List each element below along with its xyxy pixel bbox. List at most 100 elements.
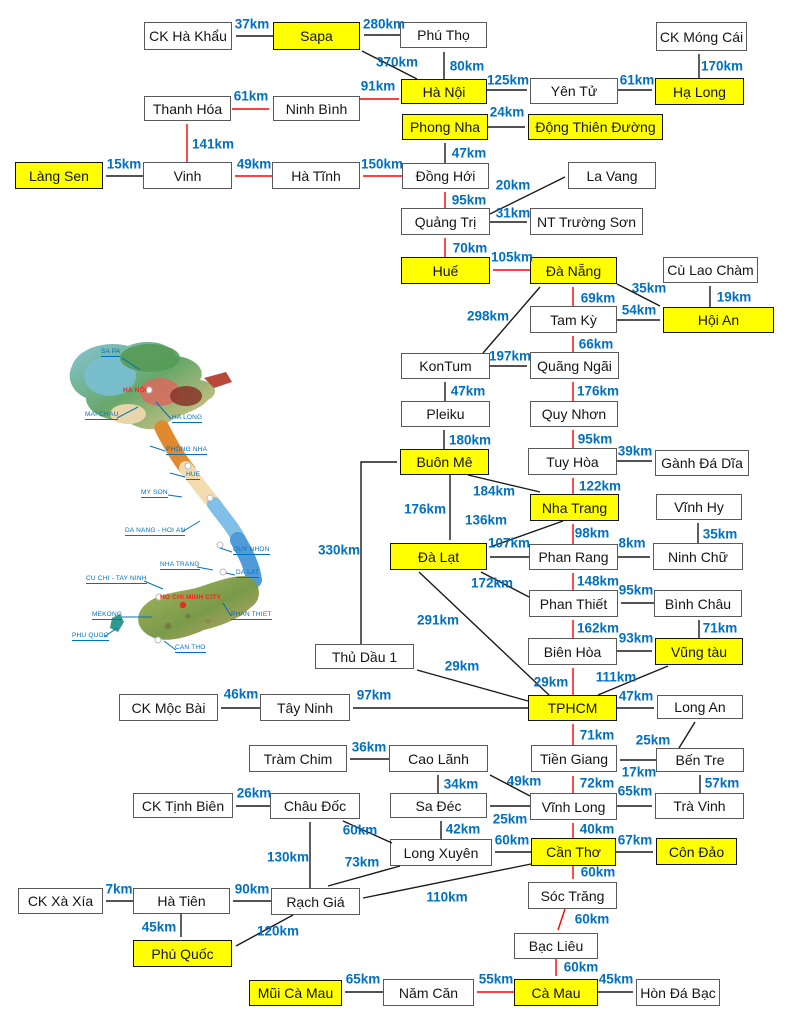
distance-tra-vinh-ben-tre: 57km [704,775,740,791]
distance-can-tho-vinh-long: 40km [579,821,615,837]
node-ha-tien: Hà Tiên [133,888,230,914]
distance-vinh-long-cao-lanh: 49km [506,773,542,789]
distance-tien-giang-tphcm: 71km [579,727,615,743]
node-dong-thien-duong: Động Thiên Đường [528,114,663,140]
map-label-my-son: MY SON [141,489,168,498]
node-tay-ninh: Tây Ninh [260,694,350,721]
edge-tphcm-thu-dau-1 [416,669,529,702]
map-label-quy-nhon: QUY NHON [233,546,270,555]
node-buon-me: Buôn Mê [400,449,489,475]
distance-can-tho-rach-gia: 110km [426,889,468,905]
node-phan-thiet: Phan Thiết [529,590,618,617]
node-da-lat: Đà Lạt [390,543,487,570]
distance-soc-trang-bac-lieu: 60km [574,911,610,927]
distance-binh-chau-phan-thiet: 95km [618,582,654,598]
map-phu-quoc-island [110,614,124,632]
distance-ha-long-ck-mong-cai: 170km [700,58,744,74]
distance-yen-tu-ha-long: 61km [619,72,655,88]
distance-quang-tri-la-vang: 20km [495,177,531,193]
node-sapa: Sapa [273,22,360,50]
edge-ben-tre-long-an [678,721,696,749]
node-hoi-an: Hội An [663,307,774,333]
node-mui-ca-mau: Mũi Cà Mau [249,980,342,1006]
distance-quang-tri-nt-truong-son: 31km [495,205,531,221]
distance-hoi-an-cu-lao-cham: 19km [716,289,752,305]
distance-tphcm-bien-hoa: 29km [533,674,569,690]
distance-long-xuyen-rach-gia: 73km [344,854,380,870]
distance-buon-me-da-lat: 176km [403,501,447,517]
distance-tay-ninh-ck-moc-bai: 46km [223,686,259,702]
node-ninh-chu: Ninh Chữ [653,543,743,570]
node-ck-xa-xia: CK Xà Xía [18,888,103,914]
node-bien-hoa: Biên Hòa [528,638,617,665]
distance-bac-lieu-ca-mau: 60km [563,959,599,975]
node-quy-nhon: Quy Nhơn [530,401,618,427]
map-city-dots [145,386,227,644]
node-vinh-hy: Vĩnh Hy [656,494,742,520]
map-mekong-delta [110,576,259,640]
distance-can-tho-con-dao: 67km [617,832,653,848]
node-can-tho: Cần Thơ [531,838,616,866]
distance-ninh-binh-ha-noi: 91km [360,78,396,94]
distance-ha-tien-ck-xa-xia: 7km [105,881,133,897]
distance-can-tho-long-xuyen: 60km [494,832,530,848]
map-label-phan-thiet: PHAN THIET [231,611,272,620]
distance-phan-rang-ninh-chu: 8km [618,535,646,551]
node-vinh-long: Vĩnh Long [530,793,617,820]
distance-phan-rang-nha-trang: 98km [574,525,610,541]
distance-cao-lanh-tram-chim: 36km [351,739,387,755]
distance-dong-hoi-phong-nha: 47km [451,145,487,161]
distance-can-tho-soc-trang: 60km [580,864,616,880]
node-ck-ha-khau: CK Hà Khẩu [144,22,232,50]
distance-buon-me-pleiku: 180km [448,432,492,448]
node-sa-dec: Sa Đéc [390,793,487,818]
node-nha-trang: Nha Trang [530,494,619,521]
distance-long-xuyen-chau-doc: 60km [342,822,378,838]
node-vinh: Vinh [143,162,232,189]
node-quang-tri: Quảng Trị [401,208,490,235]
distance-vinh-lang-sen: 15km [106,156,142,172]
distance-phan-rang-da-lat: 107km [487,535,531,551]
distance-buon-me-nha-trang: 184km [472,483,516,499]
node-dong-hoi: Đồng Hới [402,163,489,189]
distance-nha-trang-da-lat: 136km [464,512,508,528]
distance-bien-hoa-vung-tau: 93km [618,630,654,646]
map-label-cu-chi-tay-ninh: CU CHI - TAY NINH [86,575,147,584]
node-ganh-da-dia: Gành Đá Dĩa [655,450,749,476]
distance-tam-ky-hoi-an: 54km [621,302,657,318]
distance-da-nang-hoi-an: 35km [631,280,667,296]
distance-vung-tau-binh-chau: 71km [702,620,738,636]
distance-kontum-quang-ngai: 197km [488,348,532,364]
distance-phong-nha-dong-thien-duong: 24km [489,104,525,120]
node-cu-lao-cham: Cù Lao Chàm [663,257,758,283]
node-nam-can: Năm Căn [383,979,474,1006]
node-la-vang: La Vang [568,162,656,189]
map-label-sa-pa: SA PA [101,348,121,357]
distance-quang-ngai-tam-ky: 66km [578,336,614,352]
distance-ha-tinh-vinh: 49km [236,156,272,172]
distance-phan-thiet-phan-rang: 148km [576,573,620,589]
node-bac-lieu: Bạc Liêu [514,933,598,959]
node-tam-ky: Tam Kỳ [530,306,617,333]
distance-nam-can-mui-ca-mau: 65km [345,971,381,987]
node-thu-dau-1: Thủ Dầu 1 [315,644,414,669]
distance-phan-thiet-da-lat: 172km [470,575,514,591]
node-ck-moc-bai: CK Mộc Bài [119,694,218,721]
distance-tphcm-tay-ninh: 97km [356,687,392,703]
node-con-dao: Côn Đảo [656,838,737,865]
distance-tphcm-da-lat: 291km [416,612,460,628]
distance-ben-tre-tien-giang: 17km [621,764,657,780]
map-label-ha-long: HA LONG [172,414,203,423]
node-chau-doc: Châu Đốc [270,793,360,819]
vietnam-map-illustration [69,341,262,651]
distance-quang-tri-dong-hoi: 95km [451,192,487,208]
node-hon-da-bac: Hòn Đá Bạc [636,979,720,1006]
distance-sapa-ck-ha-khau: 37km [234,16,270,32]
node-hue: Huế [401,257,490,284]
node-phu-tho: Phú Thọ [400,22,487,48]
node-long-an: Long An [657,695,743,719]
node-long-xuyen: Long Xuyên [390,839,492,866]
distance-vinh-thanh-hoa: 141km [191,136,235,152]
node-phu-quoc: Phú Quốc [133,940,232,967]
distance-long-xuyen-sa-dec: 42km [445,821,481,837]
